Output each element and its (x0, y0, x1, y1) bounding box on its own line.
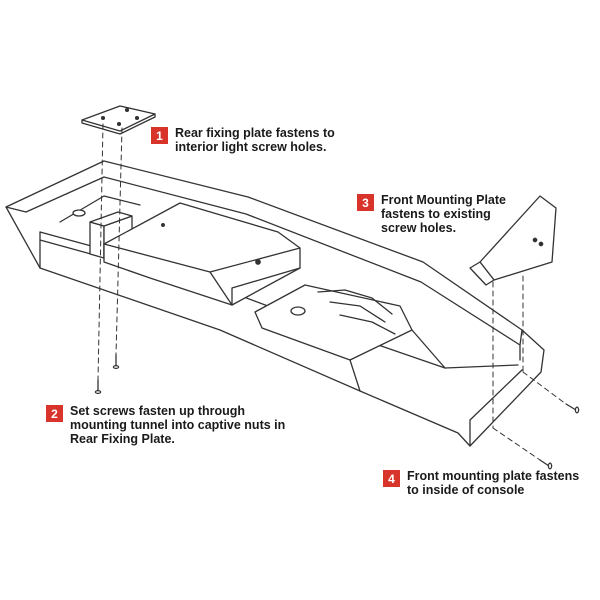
armrest-hole (255, 259, 261, 265)
callout-2-text: Set screws fasten up through mounting tu… (70, 404, 286, 446)
callout-2-badge: 2 (46, 405, 63, 422)
callout-1-badge: 1 (151, 127, 168, 144)
callout-2: 2 Set screws fasten up through mounting … (46, 404, 285, 446)
callout-3: 3 Front Mounting Plate fastens to existi… (357, 193, 506, 235)
callout-4-text: Front mounting plate fastens to inside o… (407, 469, 580, 497)
rear-hole (72, 209, 86, 217)
callout-4-badge: 4 (383, 470, 400, 487)
armrest-dot (161, 223, 165, 227)
callout-3-text: Front Mounting Plate fastens to existing… (381, 193, 506, 235)
front-mounting-plate (469, 195, 557, 286)
front-screws (539, 403, 580, 470)
tunnel-hole (290, 306, 306, 316)
assembly-guides (97, 123, 567, 461)
callout-3-badge: 3 (357, 194, 374, 211)
armrest-box (103, 202, 301, 306)
rear-fixing-plate (81, 105, 156, 135)
callout-1: 1 Rear fixing plate fastens to interior … (151, 126, 335, 154)
set-screws (94, 354, 120, 395)
shifter-tunnel (254, 284, 446, 392)
callout-1-text: Rear fixing plate fastens to interior li… (175, 126, 335, 154)
callout-4: 4 Front mounting plate fastens to inside… (383, 469, 579, 497)
